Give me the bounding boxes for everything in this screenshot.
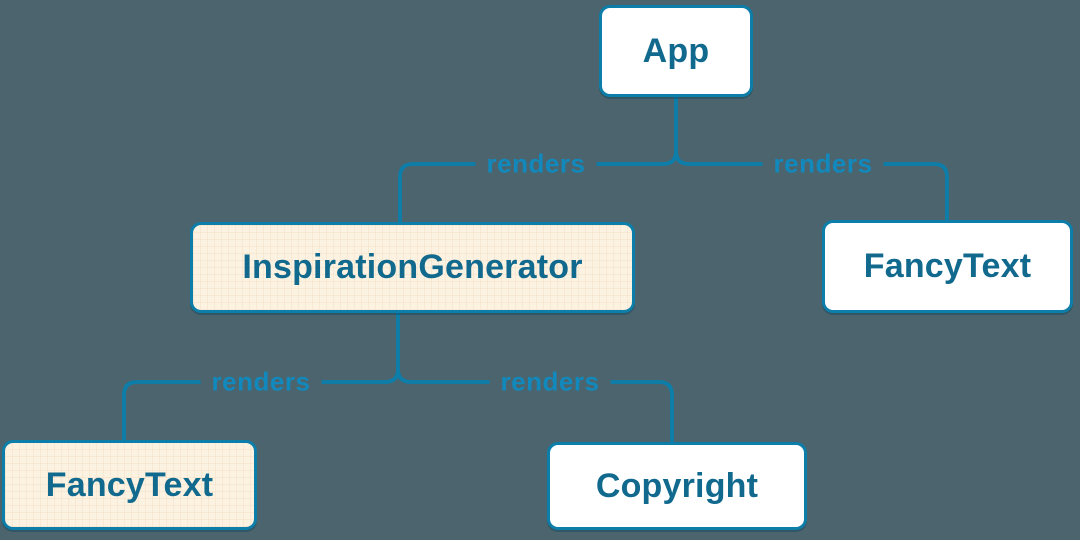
node-app: App	[599, 5, 753, 97]
node-app-label: App	[642, 31, 710, 70]
edge-label-app-fancytext: renders	[762, 148, 884, 180]
node-fancy-text-top-label: FancyText	[863, 247, 1032, 285]
edge-label-inspirationgenerator-copyright: renders	[489, 366, 611, 398]
node-copyright-label: Copyright	[595, 466, 759, 505]
node-fancy-text-bottom: FancyText	[2, 440, 257, 530]
edge-inspirationgenerator-copyright	[396, 368, 674, 442]
edge-label-app-inspirationgenerator: renders	[475, 148, 597, 180]
node-copyright: Copyright	[547, 442, 807, 530]
node-inspiration-generator: InspirationGenerator	[190, 222, 635, 313]
node-fancy-text-top: FancyText	[822, 220, 1073, 313]
edge-app-fancytext	[674, 150, 949, 220]
node-fancy-text-bottom-label: FancyText	[45, 465, 214, 504]
node-inspiration-generator-label: InspirationGenerator	[242, 248, 583, 286]
edge-label-inspirationgenerator-fancytext: renders	[200, 366, 322, 398]
